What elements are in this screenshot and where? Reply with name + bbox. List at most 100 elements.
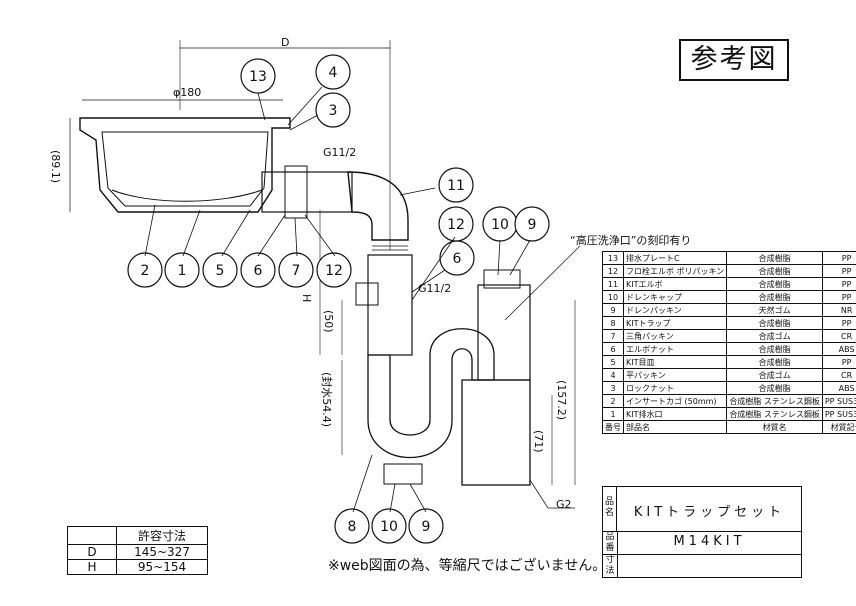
parts-cell-no: 8 <box>602 316 624 330</box>
stamp-note: “高圧洗浄口”の刻印有り <box>570 234 692 247</box>
callout-circle <box>278 252 314 288</box>
parts-cell-material: 合成樹脂 <box>726 355 823 369</box>
name-label: 品名 <box>603 487 617 531</box>
parts-header-row: 番号部品名材質名材質記号備考 <box>602 420 856 434</box>
callout-number: 12 <box>325 263 343 279</box>
allowable-dims-table: 許容寸法 D 145~327 H 95~154 <box>67 526 208 575</box>
callout-circle <box>127 252 163 288</box>
parts-cell-code: 材質記号 <box>821 420 856 434</box>
parts-cell-no: 9 <box>602 303 624 317</box>
parts-cell-material: 合成樹脂 <box>726 342 823 356</box>
parts-cell-code: ABS <box>821 381 856 395</box>
callout-circle <box>514 206 550 242</box>
trap-u-bend <box>367 328 495 459</box>
callout-number: 11 <box>447 178 465 194</box>
parts-cell-material: 合成樹脂 <box>726 381 823 395</box>
dim-d-label: D <box>281 36 290 49</box>
callout-number: 3 <box>329 103 338 119</box>
parts-cell-no: 2 <box>602 394 624 408</box>
parts-cell-material: 合成ゴム <box>726 329 823 343</box>
dim-seal-label: (封水54.4) <box>320 372 333 428</box>
parts-cell-no: 12 <box>602 264 624 278</box>
dim-157-label: (157.2) <box>555 380 568 421</box>
callout-number: 6 <box>453 251 462 267</box>
callout-circle <box>438 167 474 203</box>
callout-number: 10 <box>491 217 509 233</box>
parts-cell-no: 11 <box>602 277 624 291</box>
parts-cell-name: KITエルボ <box>622 277 728 291</box>
callout-circle <box>202 252 238 288</box>
parts-cell-material: 合成樹脂 ステンレス鋼板 <box>726 394 823 408</box>
parts-cell-material: 合成樹脂 <box>726 290 823 304</box>
parts-cell-name: KIT排水口 <box>622 407 728 421</box>
callout-number: 9 <box>422 519 431 535</box>
parts-cell-name: フロ栓エルボ ポリパッキン <box>622 264 728 278</box>
parts-cell-code: PP <box>821 264 856 278</box>
parts-cell-material: 合成ゴム <box>726 368 823 382</box>
dims-row-value: 145~327 <box>116 544 208 560</box>
parts-cell-name: 平パッキン <box>622 368 728 382</box>
dim-50-label: (50) <box>322 310 335 333</box>
parts-cell-name: インサートカゴ (50mm) <box>622 394 728 408</box>
callout-number: 9 <box>528 217 537 233</box>
parts-cell-material: 合成樹脂 ステンレス鋼板 <box>726 407 823 421</box>
callout-circle <box>334 508 370 544</box>
parts-cell-code: CR <box>821 368 856 382</box>
callout-number: 13 <box>249 69 267 85</box>
parts-cell-name: 三角パッキン <box>622 329 728 343</box>
dims-row-key: H <box>67 559 117 575</box>
callout-circle <box>316 252 352 288</box>
parts-cell-code: PP <box>821 290 856 304</box>
reference-label: 参考図 <box>679 39 789 81</box>
callout-circle <box>315 54 351 90</box>
scale-label: 寸法 <box>603 555 618 577</box>
parts-cell-material: 合成樹脂 <box>726 316 823 330</box>
dims-row-key: D <box>67 544 117 560</box>
thread-g112-top: G11/2 <box>323 146 357 159</box>
parts-cell-code: PP <box>821 251 856 265</box>
parts-cell-code: PP SUS304 <box>821 394 856 408</box>
parts-cell-code: ABS <box>821 342 856 356</box>
parts-cell-name: ドレンキャップ <box>622 290 728 304</box>
parts-cell-no: 4 <box>602 368 624 382</box>
parts-cell-name: 部品名 <box>622 420 728 434</box>
parts-cell-name: KITトラップ <box>622 316 728 330</box>
parts-cell-no: 1 <box>602 407 624 421</box>
title-block: 品名 KITトラップセット 品番 M14KIT 寸法 <box>602 486 802 578</box>
parts-cell-no: 7 <box>602 329 624 343</box>
parts-cell-no: 6 <box>602 342 624 356</box>
callout-circle <box>408 508 444 544</box>
parts-cell-no: 3 <box>602 381 624 395</box>
parts-cell-no: 番号 <box>602 420 624 434</box>
callout-circle <box>315 92 351 128</box>
dim-h-label: H <box>300 294 313 303</box>
parts-cell-material: 合成樹脂 <box>726 264 823 278</box>
parts-cell-code: CR <box>821 329 856 343</box>
parts-cell-name: 排水プレートC <box>622 251 728 265</box>
callout-number: 1 <box>178 263 187 279</box>
callout-number: 5 <box>216 263 225 279</box>
dim-71-label: (71) <box>532 430 545 453</box>
drain-outlet-outline <box>79 117 291 213</box>
thread-g2: G2 <box>556 498 572 511</box>
parts-cell-name: ロックナット <box>622 381 728 395</box>
callout-circle <box>439 240 475 276</box>
callout-number: 10 <box>380 519 398 535</box>
number-value: M14KIT <box>673 534 746 549</box>
parts-cell-name: ドレンパッキン <box>622 303 728 317</box>
parts-cell-code: PP <box>821 316 856 330</box>
dim-89-label: (89.1) <box>49 150 62 184</box>
dims-row-value: 95~154 <box>116 559 208 575</box>
parts-cell-no: 13 <box>602 251 624 265</box>
parts-cell-no: 5 <box>602 355 624 369</box>
